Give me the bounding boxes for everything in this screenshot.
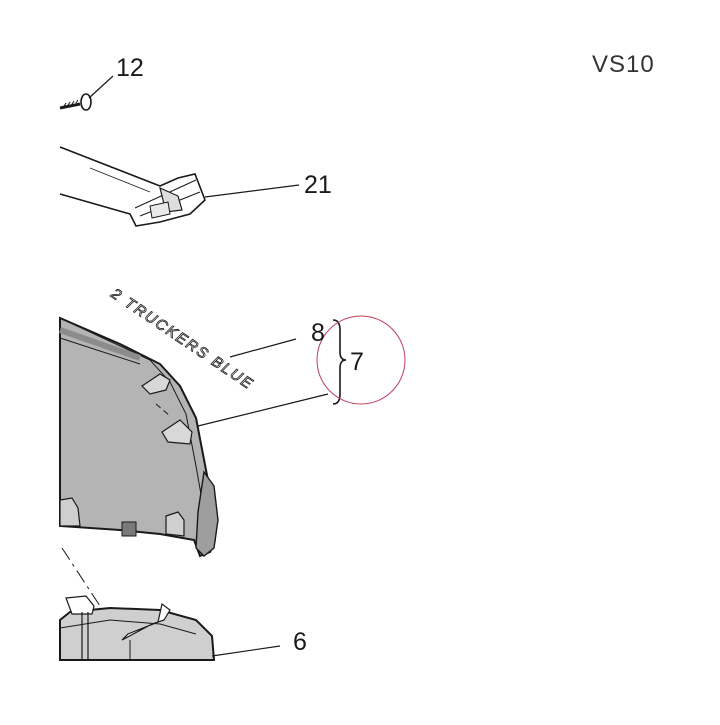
leader-line-12 (88, 75, 114, 99)
leader-line-6 (211, 645, 281, 657)
callout-6: 6 (293, 628, 307, 656)
bracket-part-21 (59, 146, 300, 227)
leader-line-21 (204, 184, 300, 198)
group-bracket (332, 319, 347, 405)
screw-part-12 (59, 75, 114, 111)
highlight-circle (316, 315, 406, 405)
callout-21: 21 (304, 171, 332, 199)
cover-part-6 (59, 595, 281, 661)
assembly-axis-line (61, 547, 101, 607)
leader-line-8 (229, 338, 297, 358)
leader-line-7 (197, 393, 329, 427)
callout-7: 7 (350, 348, 364, 376)
diagram-code: VS10 (592, 51, 655, 78)
callout-12: 12 (116, 54, 144, 82)
panel-part-7 (59, 316, 329, 558)
callout-8: 8 (311, 319, 325, 347)
